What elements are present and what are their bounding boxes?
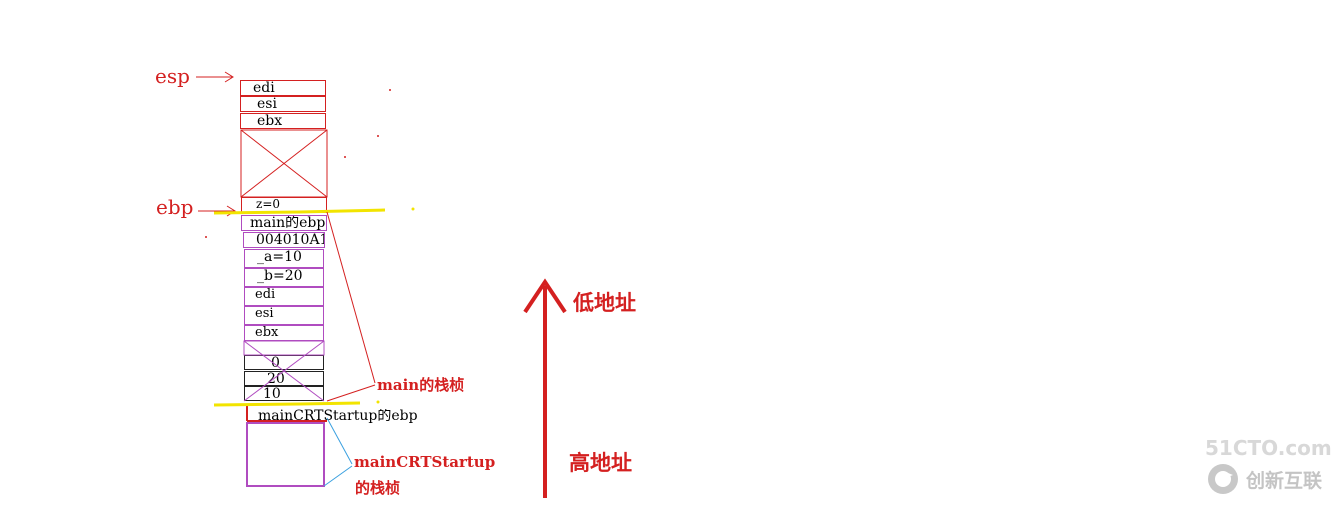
local-area-crossed-box (240, 129, 328, 198)
esp-label: esp (155, 64, 190, 88)
address-direction-arrow (523, 278, 567, 498)
frame-boundary-bottom (213, 401, 361, 407)
crt-frame-label-line1: mainCRTStartup (354, 453, 496, 471)
main-frame-bracket (326, 211, 376, 402)
stack-cell-a: _a=10 (244, 249, 324, 268)
watermark-logo-icon (1206, 462, 1240, 496)
stack-cell-ebx: ebx (244, 325, 324, 341)
stack-cell-edi-top: edi (240, 80, 326, 96)
low-address-label: 低地址 (573, 290, 636, 315)
stack-cell-return-address: 004010A1 (243, 232, 325, 248)
stack-cell-esi-top: esi (240, 96, 326, 112)
stack-cell-main-ebp: main的ebp (241, 215, 327, 231)
stack-cell-arg-10: 10 (244, 386, 324, 401)
ebp-label: ebp (156, 195, 194, 219)
main-frame-label: main的栈桢 (377, 376, 465, 394)
esp-pointer-arrow (196, 71, 234, 83)
watermark-brand: 创新互联 (1246, 470, 1323, 492)
ebp-pointer-arrow (198, 205, 236, 217)
crt-frame-bracket (323, 417, 353, 487)
stack-cell-z: z=0 (241, 197, 327, 213)
stack-cell-arg-20: 20 (244, 371, 324, 386)
stack-cell-esi: esi (244, 306, 324, 325)
stack-cell-crt-ebp: mainCRTStartup的ebp (258, 409, 418, 424)
stack-cell-ebx-top: ebx (240, 113, 326, 129)
high-address-label: 高地址 (569, 450, 632, 475)
stack-cell-edi: edi (244, 287, 324, 306)
stack-cell-b: _b=20 (244, 268, 324, 287)
stack-cell-arg-0: 0 (244, 355, 324, 370)
crt-frame-label-line2: 的栈桢 (355, 479, 401, 497)
watermark-site: 51CTO.com (1205, 436, 1332, 460)
